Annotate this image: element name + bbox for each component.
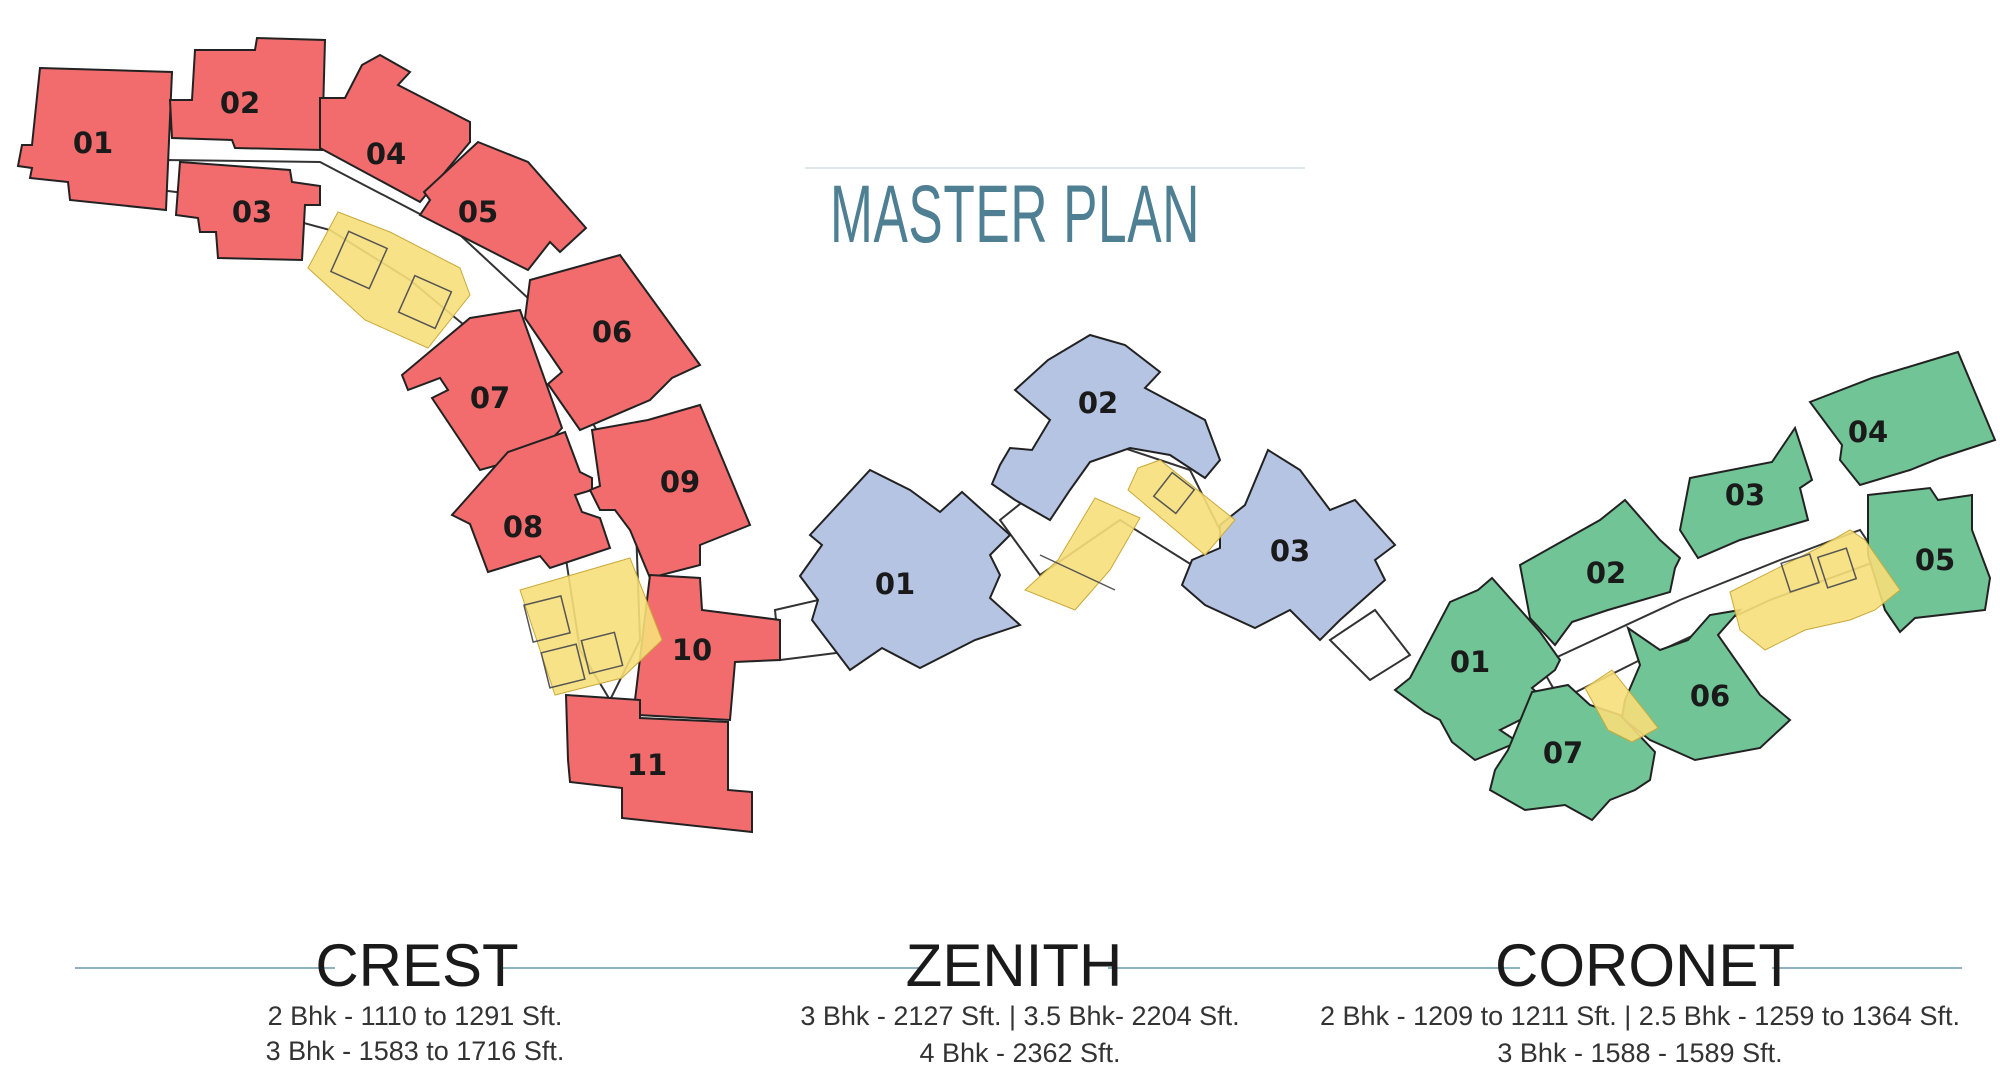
elevator-icon xyxy=(580,631,624,675)
page-title: MASTER PLAN xyxy=(830,169,1200,260)
zenith-core-east xyxy=(1127,459,1236,556)
crest-unit-01[interactable] xyxy=(16,66,174,212)
zenith-cores xyxy=(1024,459,1236,611)
coronet-cores xyxy=(1584,529,1901,743)
elevator-icon xyxy=(540,643,586,689)
crest-spec-line: 2 Bhk - 1110 to 1291 Sft. xyxy=(268,1001,563,1031)
zenith-spec-line: 4 Bhk - 2362 Sft. xyxy=(919,1038,1120,1068)
elevator-icon xyxy=(329,230,389,290)
coronet-unit-02[interactable] xyxy=(1518,498,1682,647)
zenith-unit-03[interactable] xyxy=(1180,448,1397,642)
crest-tower-name: CREST xyxy=(315,932,518,999)
unit-label: 04 xyxy=(1848,415,1888,449)
coronet-core-west xyxy=(1584,669,1659,743)
coronet-unit-04[interactable] xyxy=(1808,350,1997,487)
crest-unit-07[interactable] xyxy=(400,308,564,472)
unit-label: 08 xyxy=(503,510,543,544)
crest-core-south xyxy=(519,557,663,696)
coronet-spec-line: 2 Bhk - 1209 to 1211 Sft. | 2.5 Bhk - 12… xyxy=(1320,1001,1960,1031)
coronet-tower-name: CORONET xyxy=(1495,932,1795,999)
elevator-icon xyxy=(1816,547,1858,589)
zenith-core-west xyxy=(1024,497,1141,611)
zenith-tower xyxy=(798,333,1397,672)
unit-label: 02 xyxy=(1586,556,1626,590)
coronet-unit-01[interactable] xyxy=(1393,576,1562,762)
crest-unit-11[interactable] xyxy=(564,693,753,834)
zenith-tower-name: ZENITH xyxy=(906,932,1123,999)
crest-unit-06[interactable] xyxy=(523,253,702,432)
unit-label: 01 xyxy=(73,126,113,160)
unit-label: 05 xyxy=(1915,543,1955,577)
coronet-spec-line: 3 Bhk - 1588 - 1589 Sft. xyxy=(1497,1038,1782,1068)
coronet-tower xyxy=(1393,350,1997,822)
unit-label: 07 xyxy=(470,381,510,415)
zenith-spec-line: 3 Bhk - 2127 Sft. | 3.5 Bhk- 2204 Sft. xyxy=(800,1001,1239,1031)
unit-label: 09 xyxy=(660,465,700,499)
unit-label: 07 xyxy=(1543,736,1583,770)
coronet-core-east xyxy=(1729,529,1901,651)
zenith-unit-02[interactable] xyxy=(990,333,1222,522)
elevator-icon xyxy=(1780,553,1820,593)
crest-unit-05[interactable] xyxy=(418,140,588,272)
unit-label: 02 xyxy=(220,86,260,120)
crest-unit-08[interactable] xyxy=(450,430,612,574)
unit-label: 03 xyxy=(1725,478,1765,512)
unit-label: 10 xyxy=(672,633,712,667)
crest-unit-04[interactable] xyxy=(319,53,471,204)
unit-label: 03 xyxy=(232,195,272,229)
unit-label: 01 xyxy=(1450,645,1490,679)
unit-label: 05 xyxy=(458,195,498,229)
crest-core-north xyxy=(307,211,471,349)
unit-label: 03 xyxy=(1270,534,1310,568)
unit-label: 01 xyxy=(875,567,915,601)
crest-tower xyxy=(16,36,781,834)
zenith-unit-01[interactable] xyxy=(798,468,1022,672)
zenith-link-east xyxy=(1328,608,1412,682)
coronet-unit-03[interactable] xyxy=(1678,425,1814,560)
elevator-icon xyxy=(397,274,453,330)
crest-cores xyxy=(307,211,663,696)
elevator-icon xyxy=(1152,471,1196,515)
elevator-icon xyxy=(523,595,571,643)
unit-label: 06 xyxy=(592,315,632,349)
unit-label: 02 xyxy=(1078,386,1118,420)
crest-unit-03[interactable] xyxy=(174,160,321,262)
unit-label: 11 xyxy=(627,748,667,782)
unit-labels: 01 02 03 04 05 06 07 08 09 10 11 01 02 0… xyxy=(73,86,1955,782)
unit-label: 06 xyxy=(1690,679,1730,713)
crest-unit-02[interactable] xyxy=(168,36,327,152)
stair-symbol xyxy=(1039,554,1116,591)
crest-spec-line: 3 Bhk - 1583 to 1716 Sft. xyxy=(266,1036,565,1066)
unit-label: 04 xyxy=(366,137,406,171)
